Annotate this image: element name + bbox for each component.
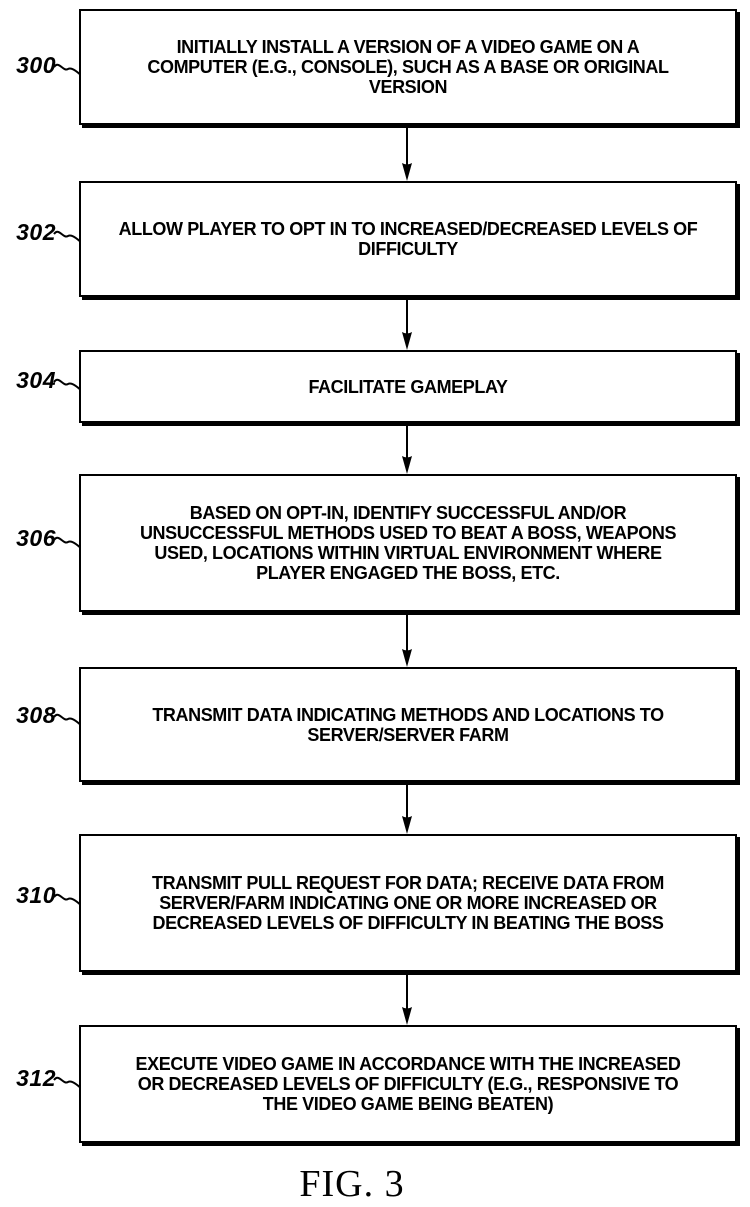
label-connector-squiggle	[53, 63, 81, 76]
flow-step-310-text: TRANSMIT PULL REQUEST FOR DATA; RECEIVE …	[151, 873, 665, 933]
flow-step-302-text: ALLOW PLAYER TO OPT IN TO INCREASED/DECR…	[118, 219, 698, 259]
flow-step-308: TRANSMIT DATA INDICATING METHODS AND LOC…	[79, 667, 737, 782]
down-arrow-icon	[402, 425, 412, 474]
flow-step-306-text: BASED ON OPT-IN, IDENTIFY SUCCESSFUL AND…	[139, 503, 677, 583]
ref-label-306: 306	[16, 525, 56, 551]
flow-step-310: TRANSMIT PULL REQUEST FOR DATA; RECEIVE …	[79, 834, 737, 972]
label-connector-squiggle	[53, 893, 81, 906]
ref-label-310: 310	[16, 882, 56, 908]
label-connector-squiggle	[53, 378, 81, 391]
label-connector-squiggle	[53, 1076, 81, 1089]
down-arrow-icon	[402, 127, 412, 181]
ref-label-302: 302	[16, 219, 56, 245]
down-arrow-icon	[402, 299, 412, 350]
flow-step-302: ALLOW PLAYER TO OPT IN TO INCREASED/DECR…	[79, 181, 737, 297]
flow-step-312: EXECUTE VIDEO GAME IN ACCORDANCE WITH TH…	[79, 1025, 737, 1143]
flow-step-304-text: FACILITATE GAMEPLAY	[308, 376, 508, 397]
down-arrow-icon	[402, 784, 412, 834]
flow-step-312-text: EXECUTE VIDEO GAME IN ACCORDANCE WITH TH…	[135, 1054, 681, 1114]
flow-step-304: FACILITATE GAMEPLAY	[79, 350, 737, 423]
label-connector-squiggle	[53, 230, 81, 243]
flow-step-306: BASED ON OPT-IN, IDENTIFY SUCCESSFUL AND…	[79, 474, 737, 612]
down-arrow-icon	[402, 614, 412, 667]
figure-caption: FIG. 3	[299, 1163, 405, 1205]
ref-label-308: 308	[16, 702, 56, 728]
label-connector-squiggle	[53, 536, 81, 549]
ref-label-312: 312	[16, 1065, 56, 1091]
ref-label-300: 300	[16, 52, 56, 78]
down-arrow-icon	[402, 974, 412, 1025]
flow-step-300-text: INITIALLY INSTALL A VERSION OF A VIDEO G…	[147, 37, 669, 97]
ref-label-304: 304	[16, 367, 56, 393]
flow-step-300: INITIALLY INSTALL A VERSION OF A VIDEO G…	[79, 9, 737, 125]
flow-step-308-text: TRANSMIT DATA INDICATING METHODS AND LOC…	[152, 704, 664, 745]
label-connector-squiggle	[53, 713, 81, 726]
